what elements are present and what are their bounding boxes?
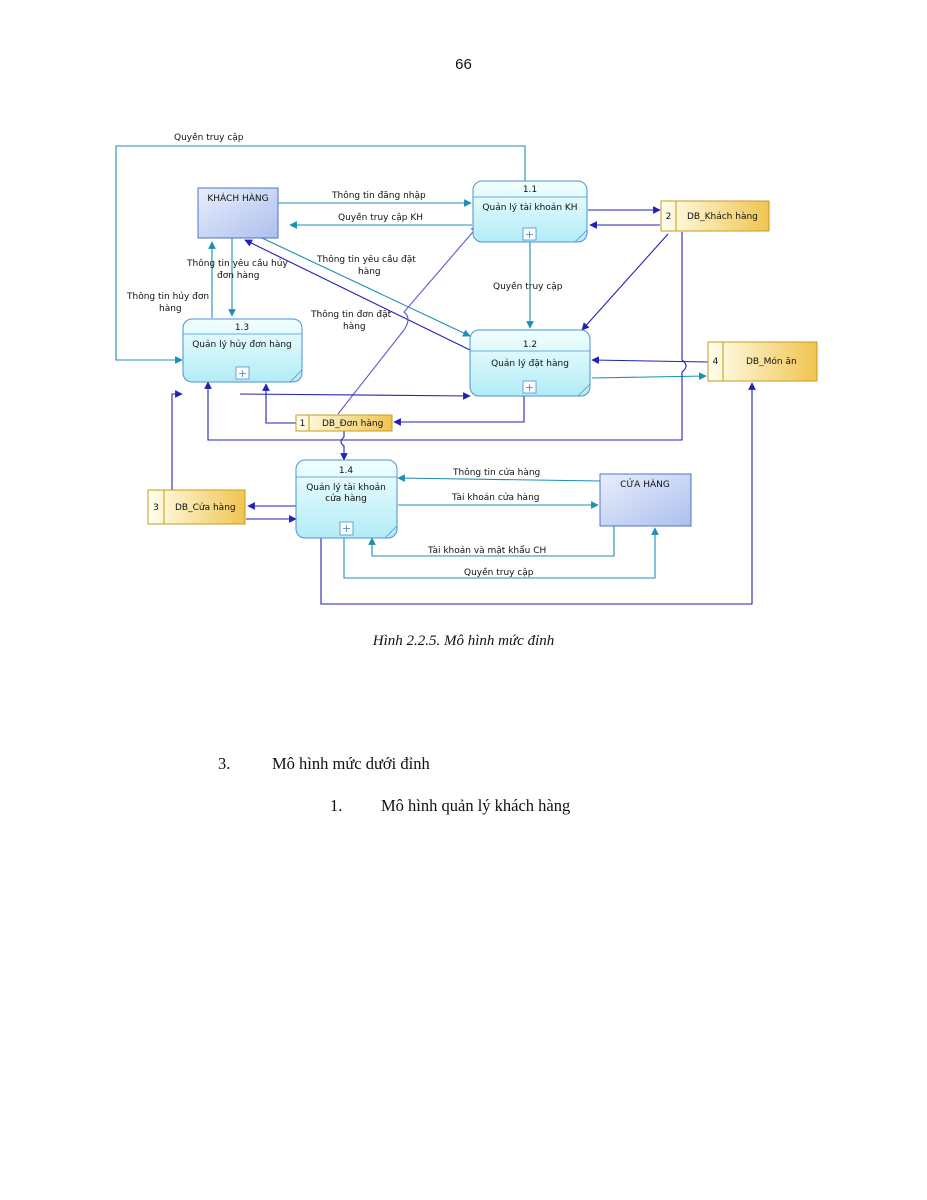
- svg-text:DB_Đơn hàng: DB_Đơn hàng: [322, 419, 383, 429]
- svg-text:+: +: [525, 381, 534, 394]
- label-yeu-cau-huy-1: Thông tin yêu cầu hủy: [186, 258, 288, 269]
- svg-text:DB_Cửa hàng: DB_Cửa hàng: [175, 502, 236, 513]
- label-quyen-truy-cap-bottom: Quyền truy cập: [464, 567, 534, 578]
- svg-text:+: +: [238, 367, 247, 380]
- flow-12-mon-an: [591, 372, 707, 380]
- flow-lines: [115, 145, 756, 605]
- flow-14-mon-an: [320, 382, 756, 605]
- label-dang-nhap: Thông tin đăng nhập: [331, 190, 426, 201]
- flow-mon-an-12: [591, 356, 709, 364]
- flow-db-don-14: [340, 431, 348, 461]
- entity-cua-hang: CỬA HÀNG: [599, 473, 692, 527]
- svg-text:Quản lý tài khoản KH: Quản lý tài khoản KH: [482, 202, 577, 213]
- label-yeu-cau-dat-1: Thông tin yêu cầu đặt: [316, 254, 416, 265]
- svg-text:1.3: 1.3: [235, 323, 249, 333]
- svg-text:1.4: 1.4: [339, 466, 354, 476]
- store-db-khach-hang: 2 DB_Khách hàng: [660, 200, 770, 232]
- svg-text:Quản lý hủy đơn hàng: Quản lý hủy đơn hàng: [192, 339, 292, 350]
- subsection-number: 1.: [330, 796, 343, 815]
- flow-12-kh: [244, 239, 471, 351]
- svg-text:3: 3: [153, 503, 159, 513]
- flow-db-kh-12: [581, 233, 669, 331]
- store-db-cua-hang: 3 DB_Cửa hàng: [147, 489, 246, 525]
- svg-text:2: 2: [666, 212, 672, 222]
- svg-text:KHÁCH HÀNG: KHÁCH HÀNG: [207, 192, 268, 204]
- svg-text:CỬA HÀNG: CỬA HÀNG: [620, 478, 670, 490]
- svg-text:DB_Món ăn: DB_Món ăn: [746, 356, 797, 367]
- label-quyen-kh: Quyền truy cập KH: [338, 212, 423, 223]
- label-don-dat-2: hàng: [343, 322, 366, 332]
- svg-text:DB_Khách hàng: DB_Khách hàng: [687, 212, 758, 222]
- section-title: Mô hình mức dưới đỉnh: [272, 754, 430, 773]
- store-db-don-hang: 1 DB_Đơn hàng: [295, 414, 393, 432]
- process-1-2: 1.2 Quản lý đặt hàng +: [469, 329, 591, 397]
- label-quyen-truy-cap-top: Quyền truy cập: [174, 132, 244, 143]
- entity-khach-hang: KHÁCH HÀNG: [197, 187, 279, 239]
- process-1-1: 1.1 Quản lý tài khoản KH +: [472, 180, 588, 243]
- process-1-4: 1.4 Quản lý tài khoản cửa hàng +: [295, 459, 398, 539]
- flow-labels: Quyền truy cập Thông tin đăng nhập Quyền…: [126, 132, 563, 578]
- figure-caption: Hình 2.2.5. Mô hình mức đỉnh: [372, 633, 555, 649]
- svg-text:1.1: 1.1: [523, 185, 537, 195]
- flow-12-db-don: [393, 396, 525, 426]
- svg-text:Quản lý đặt hàng: Quản lý đặt hàng: [491, 358, 569, 369]
- svg-text:Quản lý tài khoản: Quản lý tài khoản: [306, 482, 386, 493]
- flow-quyen-14-ch: [343, 527, 659, 579]
- flow-db-don-11: [337, 225, 479, 415]
- svg-text:4: 4: [713, 357, 719, 367]
- page-number: 66: [455, 56, 472, 73]
- flow-quyen-truy-cap-top: [115, 145, 526, 364]
- svg-text:+: +: [525, 228, 534, 241]
- label-huy-don-1: Thông tin hủy đơn: [126, 291, 209, 302]
- label-thong-tin-ch: Thông tin cửa hàng: [452, 467, 540, 478]
- process-1-3: 1.3 Quản lý hủy đơn hàng +: [182, 318, 303, 383]
- svg-text:1.2: 1.2: [523, 340, 537, 350]
- top-level-dfd-diagram: KHÁCH HÀNG CỬA HÀNG 1.1 Quản lý tài khoả…: [115, 132, 818, 605]
- svg-text:+: +: [342, 522, 351, 535]
- label-quyen-truy-cap-mid: Quyền truy cập: [493, 281, 563, 292]
- flow-13-12: [239, 392, 471, 400]
- flow-db-kh-down: [204, 232, 687, 441]
- svg-text:cửa hàng: cửa hàng: [325, 493, 367, 504]
- flow-tk-mk-ch: [368, 526, 615, 557]
- subsection-title: Mô hình quản lý khách hàng: [381, 796, 571, 815]
- store-db-mon-an: 4 DB_Món ăn: [707, 341, 818, 382]
- label-tk-ch: Tài khoản cửa hàng: [451, 492, 540, 503]
- flow-kh-12: [261, 237, 471, 337]
- label-yeu-cau-huy-2: đơn hàng: [217, 271, 259, 281]
- label-yeu-cau-dat-2: hàng: [358, 267, 381, 277]
- svg-text:1: 1: [300, 419, 306, 429]
- label-don-dat-1: Thông tin đơn đặt: [310, 309, 392, 320]
- flow-thong-tin-ch: [397, 474, 601, 482]
- label-tk-mk-ch: Tài khoản và mật khẩu CH: [427, 545, 546, 556]
- section-number: 3.: [218, 754, 231, 773]
- flow-db-ch-13: [171, 390, 183, 490]
- flow-db-don-13: [262, 383, 296, 424]
- label-huy-don-2: hàng: [159, 304, 182, 314]
